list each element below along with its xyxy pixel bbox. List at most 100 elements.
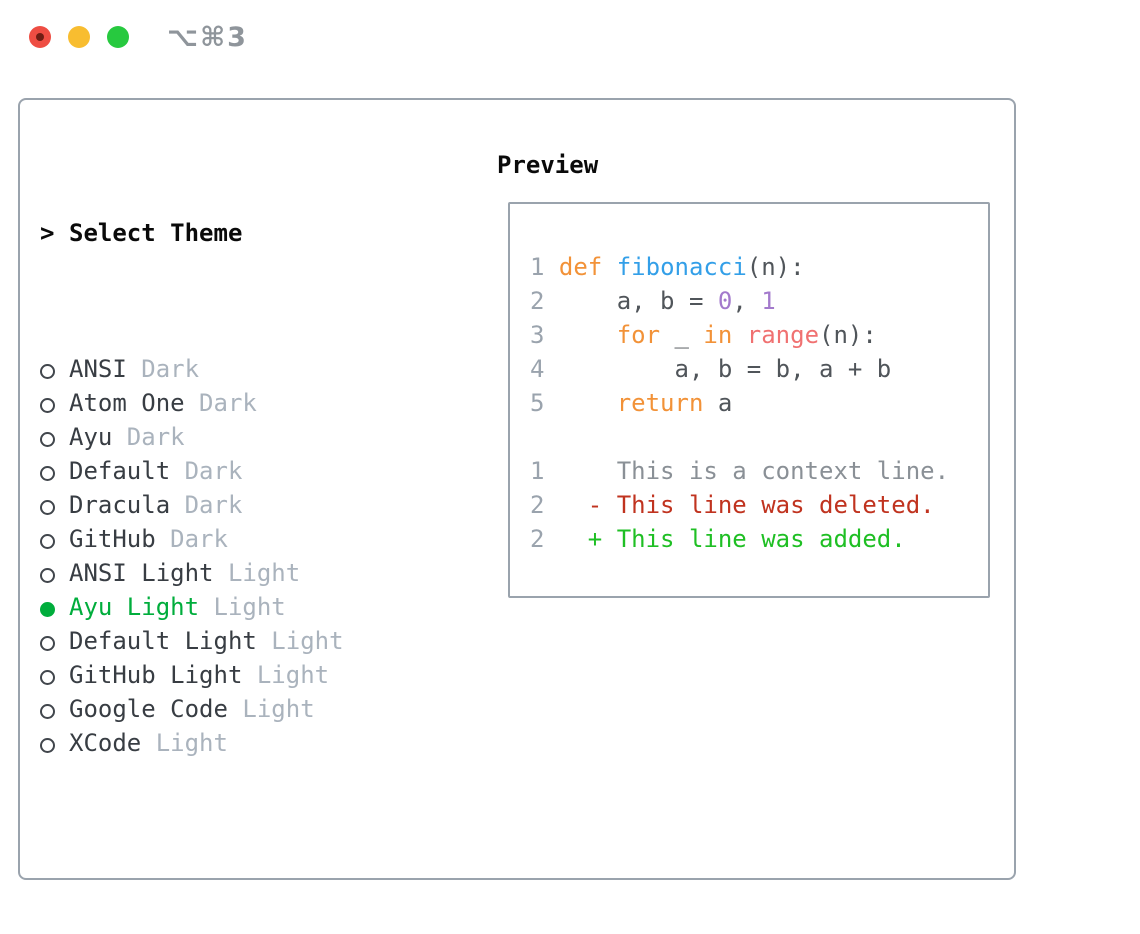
theme-item[interactable]: Atom One Dark [40,386,470,420]
radio-marker [40,352,69,386]
radio-icon [40,398,55,413]
close-button[interactable] [29,26,51,48]
item-variant-label: Light [242,661,330,689]
theme-item[interactable]: Dracula Dark [40,488,470,522]
theme-item[interactable]: GitHub Dark [40,522,470,556]
theme-item[interactable]: ANSI Dark [40,352,470,386]
radio-marker [40,386,69,420]
item-label: XCode [69,729,142,757]
code-token-number: 1 [761,287,776,315]
item-label: GitHub Light [69,661,243,689]
radio-marker [40,488,69,522]
item-label: Default [69,457,171,485]
line-number: 2 [530,287,559,315]
radio-marker [40,726,69,760]
radio-marker [40,692,69,726]
theme-item[interactable]: Google Code Light [40,692,470,726]
line-number: 4 [530,355,559,383]
code-line: 2 - This line was deleted. [530,488,949,522]
item-label: Default Light [69,627,257,655]
code-line [530,420,949,454]
code-token-context: This is a context line. [558,457,950,485]
code-line: 5 return a [530,386,949,420]
prompt-chevron-icon: > [40,219,55,247]
item-label: Ayu Light [69,593,200,621]
code-token-text [559,321,617,349]
code-token-keyword: def [558,253,603,281]
item-label: Dracula [69,491,171,519]
theme-item[interactable]: Default Light Light [40,624,470,658]
code-token-keyword: for [616,321,661,349]
code-token-deleted: - This line was deleted. [558,491,935,519]
radio-icon [40,364,55,379]
radio-icon [40,500,55,515]
code-token-text: , [732,287,762,315]
theme-item[interactable]: XCode Light [40,726,470,760]
window-title: ⌥⌘3 [167,22,248,53]
item-variant-label: Light [141,729,228,757]
code-token-text [602,253,616,281]
item-label: Atom One [69,389,185,417]
code-token-text: _ [660,321,704,349]
item-variant-label: Dark [155,525,228,553]
item-variant-label: Light [213,559,301,587]
item-variant-label: Dark [126,355,200,383]
code-line: 1 This is a context line. [530,454,949,488]
item-label: ANSI [69,355,127,383]
radio-icon [40,568,55,583]
radio-marker [40,624,69,658]
radio-icon [40,636,55,651]
code-token-keyword: in [703,321,733,349]
code-token-keyword: return [616,389,704,417]
theme-item[interactable]: ANSI Light Light [40,556,470,590]
item-variant-label: Light [199,593,286,621]
theme-item[interactable]: Ayu Dark [40,420,470,454]
code-token-text: (n): [746,253,805,281]
code-line: 1 def fibonacci(n): [530,250,949,284]
titlebar: ⌥⌘3 [0,0,1140,75]
theme-item[interactable]: Ayu Light Light [40,590,470,624]
radio-icon [40,738,55,753]
theme-picker-header-row: > Select Theme [40,216,470,250]
radio-marker [40,658,69,692]
code-token-function: fibonacci [616,253,747,281]
line-number: 2 [530,491,559,519]
theme-item[interactable]: GitHub Light Light [40,658,470,692]
item-variant-label: Dark [112,423,185,451]
line-number: 2 [530,525,559,553]
preview-title: Preview [497,151,599,179]
zoom-button[interactable] [107,26,129,48]
code-token-text: a [703,389,733,417]
radio-marker [40,454,69,488]
radio-icon [40,432,55,447]
line-number: 5 [530,389,559,417]
radio-icon [40,704,55,719]
code-token-added: + This line was added. [558,525,906,553]
item-label: GitHub [69,525,156,553]
code-token-builtin: range [746,321,820,349]
line-number: 1 [530,457,559,485]
radio-icon [40,534,55,549]
item-variant-label: Dark [170,491,243,519]
code-token-text [559,389,617,417]
radio-icon [40,670,55,685]
code-token-text: a, b = [558,287,718,315]
code-token-number: 0 [717,287,733,315]
item-variant-label: Dark [184,389,257,417]
code-token-text [732,321,746,349]
line-number [530,423,544,451]
code-token-text: (n): [819,321,877,349]
minimize-button[interactable] [68,26,90,48]
item-label: Google Code [69,695,228,723]
radio-icon [40,466,55,481]
code-line: 2 + This line was added. [530,522,949,556]
apply-to-section: Apply To User SettingsWorkspace Settings [40,896,470,934]
radio-marker [40,420,69,454]
theme-item[interactable]: Default Dark [40,454,470,488]
theme-picker-title: Select Theme [69,219,243,247]
